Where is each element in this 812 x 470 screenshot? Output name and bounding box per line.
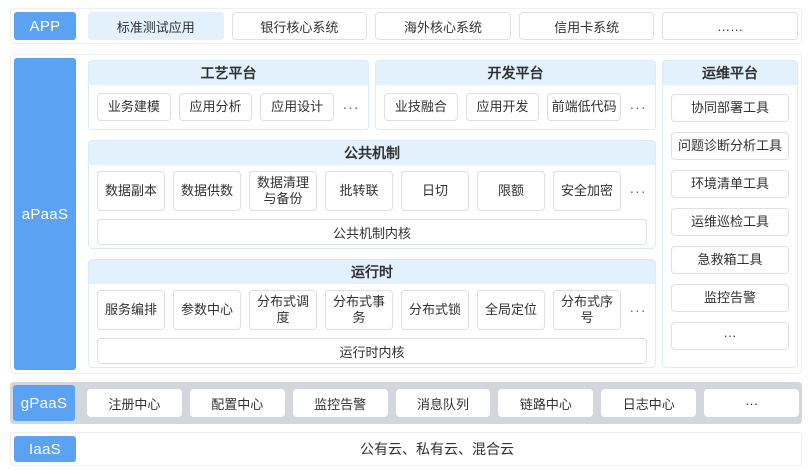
common-item-security-encryption[interactable]: 安全加密 <box>553 171 621 211</box>
common-item-day-cutover[interactable]: 日切 <box>401 171 469 211</box>
process-item-app-analysis[interactable]: 应用分析 <box>178 93 253 121</box>
ops-item-problem-diagnosis-tool[interactable]: 问题诊断分析工具 <box>671 132 789 160</box>
iaas-layer-label: IaaS <box>14 436 76 462</box>
iaas-layer-row: IaaS 公有云、私有云、混合云 <box>10 432 802 466</box>
app-tab-standard-test[interactable]: 标准测试应用 <box>88 12 224 40</box>
ops-item-more[interactable]: ··· <box>671 322 789 350</box>
app-tab-credit-card[interactable]: 信用卡系统 <box>518 12 655 40</box>
runtime-item-global-positioning[interactable]: 全局定位 <box>477 290 545 330</box>
ops-item-collab-deploy-tool[interactable]: 协同部署工具 <box>671 94 789 122</box>
panel-process-body: 业务建模 应用分析 应用设计 ··· <box>89 85 368 129</box>
runtime-items-row: 服务编排 参数中心 分布式调度 分布式事务 分布式锁 全局定位 分布式序号 ··… <box>97 290 647 330</box>
common-more-dots: ··· <box>629 183 647 199</box>
gpaas-item-config-center[interactable]: 配置中心 <box>189 389 285 417</box>
gpaas-item-more[interactable]: ··· <box>704 389 800 417</box>
runtime-item-service-orchestration[interactable]: 服务编排 <box>97 290 165 330</box>
app-layer-row: APP 标准测试应用 银行核心系统 海外核心系统 信用卡系统 …… <box>10 8 802 44</box>
app-tab-bank-core[interactable]: 银行核心系统 <box>231 12 368 40</box>
panel-dev-body: 业技融合 应用开发 前端低代码 ··· <box>376 85 655 129</box>
apaas-left-column: 工艺平台 业务建模 应用分析 应用设计 ··· 开发平台 业技融合 <box>88 60 656 368</box>
apaas-layer-row: aPaaS 工艺平台 业务建模 应用分析 应用设计 ··· <box>10 54 802 374</box>
panel-common-mechanism: 公共机制 数据副本 数据供数 数据清理与备份 批转联 日切 限额 安全加密 ··… <box>88 140 656 249</box>
panel-ops-platform: 运维平台 协同部署工具 问题诊断分析工具 环境清单工具 运维巡检工具 急救箱工具… <box>662 60 798 368</box>
apaas-layer-label: aPaaS <box>14 58 76 370</box>
gpaas-item-monitoring-alert[interactable]: 监控告警 <box>292 389 388 417</box>
apaas-top-panels: 工艺平台 业务建模 应用分析 应用设计 ··· 开发平台 业技融合 <box>88 60 656 130</box>
process-more-dots: ··· <box>342 99 360 115</box>
iaas-cloud-text: 公有云、私有云、混合云 <box>360 441 514 457</box>
gpaas-item-trace-center[interactable]: 链路中心 <box>498 389 594 417</box>
panel-common-body: 数据副本 数据供数 数据清理与备份 批转联 日切 限额 安全加密 ··· 公共机… <box>89 165 655 248</box>
common-items-row: 数据副本 数据供数 数据清理与备份 批转联 日切 限额 安全加密 ··· <box>97 171 647 211</box>
gpaas-item-log-center[interactable]: 日志中心 <box>601 389 697 417</box>
runtime-item-distributed-lock[interactable]: 分布式锁 <box>401 290 469 330</box>
common-item-batch-transfer[interactable]: 批转联 <box>325 171 393 211</box>
app-layer-label: APP <box>14 12 76 40</box>
common-item-quota[interactable]: 限额 <box>477 171 545 211</box>
common-item-data-cleanup-backup[interactable]: 数据清理与备份 <box>249 171 317 211</box>
process-item-app-design[interactable]: 应用设计 <box>260 93 335 121</box>
ops-item-first-aid-tool[interactable]: 急救箱工具 <box>671 246 789 274</box>
gpaas-items-group: 注册中心 配置中心 监控告警 消息队列 链路中心 日志中心 ··· <box>87 385 800 421</box>
ops-item-env-inventory-tool[interactable]: 环境清单工具 <box>671 170 789 198</box>
runtime-kernel-box[interactable]: 运行时内核 <box>97 338 647 364</box>
dev-item-app-development[interactable]: 应用开发 <box>465 93 540 121</box>
panel-runtime: 运行时 服务编排 参数中心 分布式调度 分布式事务 分布式锁 全局定位 分布式序… <box>88 259 656 368</box>
gpaas-item-message-queue[interactable]: 消息队列 <box>395 389 491 417</box>
runtime-more-dots: ··· <box>629 302 647 318</box>
panel-runtime-body: 服务编排 参数中心 分布式调度 分布式事务 分布式锁 全局定位 分布式序号 ··… <box>89 284 655 367</box>
panel-common-title: 公共机制 <box>89 141 655 165</box>
runtime-item-parameter-center[interactable]: 参数中心 <box>173 290 241 330</box>
gpaas-item-registry-center[interactable]: 注册中心 <box>87 389 182 417</box>
ops-item-ops-inspection-tool[interactable]: 运维巡检工具 <box>671 208 789 236</box>
panel-process-platform: 工艺平台 业务建模 应用分析 应用设计 ··· <box>88 60 369 130</box>
app-items-group: 标准测试应用 银行核心系统 海外核心系统 信用卡系统 …… <box>88 12 798 40</box>
dev-item-biztech-fusion[interactable]: 业技融合 <box>384 93 458 121</box>
panel-ops-body: 协同部署工具 问题诊断分析工具 环境清单工具 运维巡检工具 急救箱工具 监控告警… <box>663 85 797 367</box>
process-item-business-modeling[interactable]: 业务建模 <box>97 93 171 121</box>
panel-dev-title: 开发平台 <box>376 61 655 85</box>
common-kernel-box[interactable]: 公共机制内核 <box>97 219 647 245</box>
panel-process-title: 工艺平台 <box>89 61 368 85</box>
panel-ops-title: 运维平台 <box>663 61 797 85</box>
ops-item-monitoring-alert[interactable]: 监控告警 <box>671 284 789 312</box>
common-item-data-supply[interactable]: 数据供数 <box>173 171 241 211</box>
common-item-data-replica[interactable]: 数据副本 <box>97 171 165 211</box>
apaas-content: 工艺平台 业务建模 应用分析 应用设计 ··· 开发平台 业技融合 <box>88 58 798 370</box>
runtime-item-distributed-scheduling[interactable]: 分布式调度 <box>249 290 317 330</box>
panel-runtime-title: 运行时 <box>89 260 655 284</box>
gpaas-layer-label: gPaaS <box>13 385 75 421</box>
runtime-item-distributed-transaction[interactable]: 分布式事务 <box>325 290 393 330</box>
dev-more-dots: ··· <box>629 99 647 115</box>
runtime-item-distributed-sequence[interactable]: 分布式序号 <box>553 290 621 330</box>
app-tab-more[interactable]: …… <box>662 12 798 40</box>
dev-item-frontend-lowcode[interactable]: 前端低代码 <box>547 93 622 121</box>
app-tab-overseas-core[interactable]: 海外核心系统 <box>375 12 511 40</box>
panel-dev-platform: 开发平台 业技融合 应用开发 前端低代码 ··· <box>375 60 656 130</box>
gpaas-layer-row: gPaaS 注册中心 配置中心 监控告警 消息队列 链路中心 日志中心 ··· <box>10 382 802 424</box>
